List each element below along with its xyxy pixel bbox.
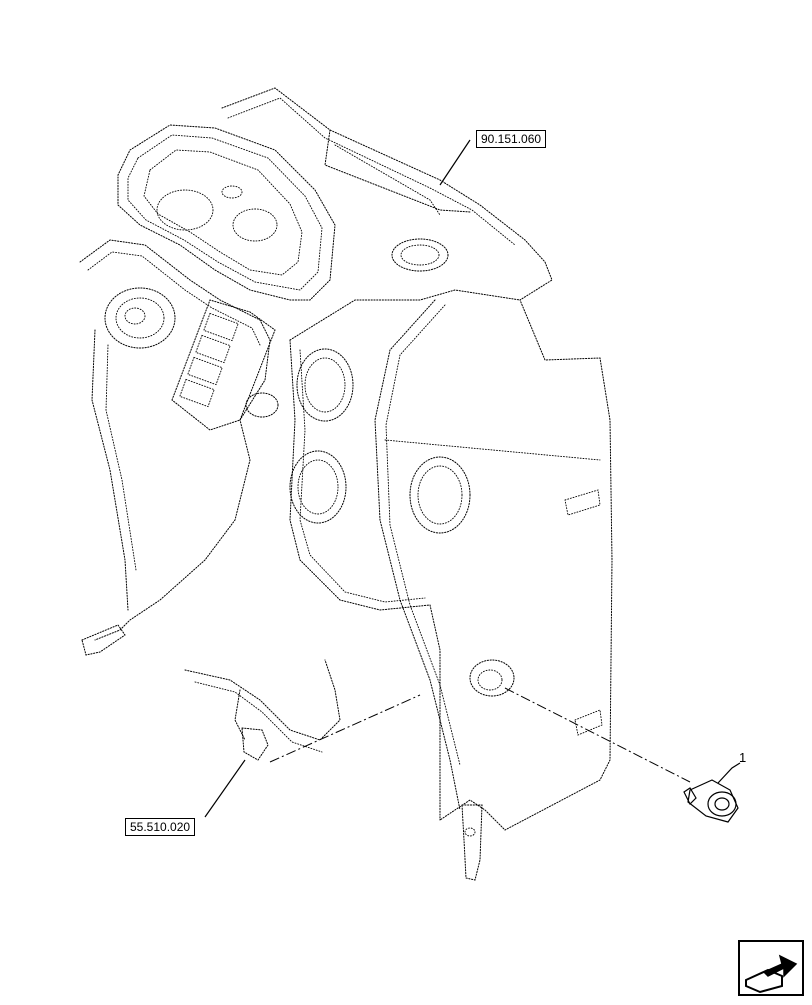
next-page-arrow-icon[interactable] xyxy=(738,940,804,996)
socket-part-1 xyxy=(683,779,739,823)
leader-item-1 xyxy=(717,762,741,784)
console-assembly xyxy=(79,87,613,881)
reference-callout-90-151-060: 90.151.060 xyxy=(476,130,547,148)
leader-ref-b xyxy=(204,759,246,818)
item-number-1: 1 xyxy=(739,750,747,765)
centre-line-harness xyxy=(269,694,421,763)
reference-callout-55-510-020: 55.510.020 xyxy=(125,818,196,836)
leader-ref-a xyxy=(439,139,471,186)
centre-line-socket xyxy=(504,687,691,783)
